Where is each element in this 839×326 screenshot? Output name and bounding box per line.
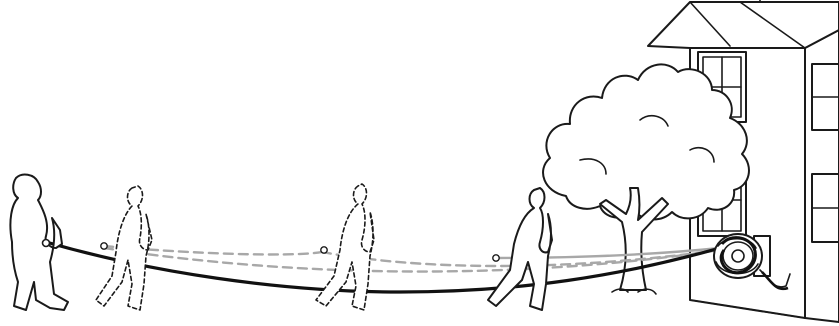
- person-pulling-hose: [10, 175, 68, 310]
- person-walking-hose: [488, 188, 552, 310]
- person-ghost-1: [96, 186, 152, 310]
- house-window-front-lower: [812, 174, 839, 242]
- house-window-front-upper: [812, 64, 839, 130]
